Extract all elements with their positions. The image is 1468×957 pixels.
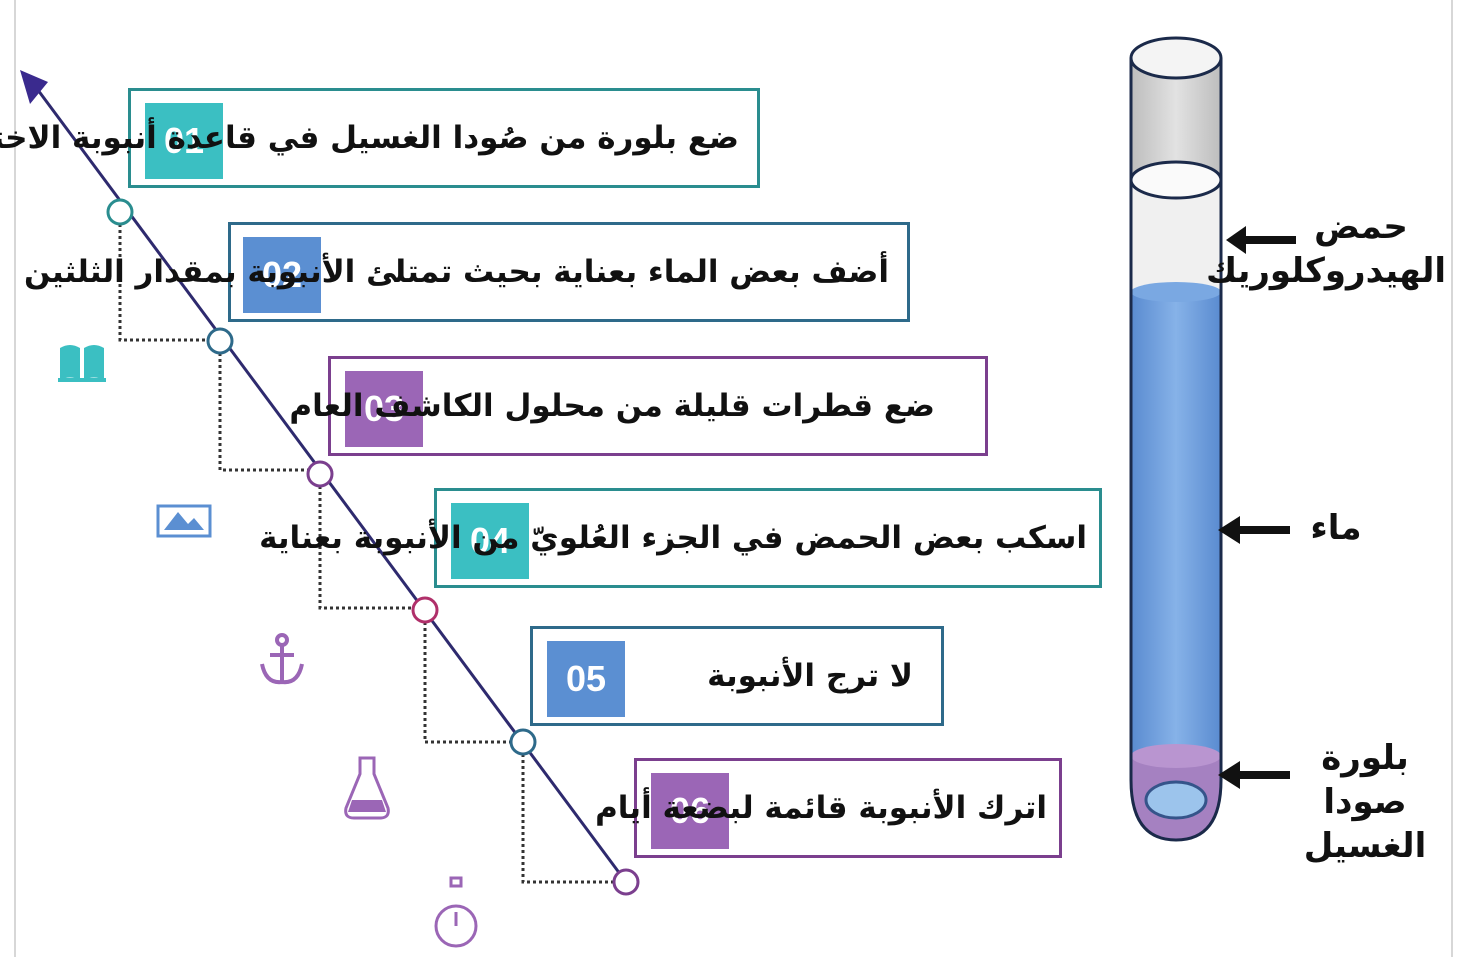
step-box-06: 06 اترك الأنبوبة قائمة لبضعة أيام — [595, 758, 1062, 858]
step-box-04: 04 اسكب بعض الحمض في الجزء العُلويّ من ا… — [259, 488, 1102, 588]
step-number-badge: 02 — [243, 237, 321, 313]
step-text: اسكب بعض الحمض في الجزء العُلويّ من الأن… — [259, 520, 1087, 556]
label-acid: حمض الهيدروكلوريك — [1205, 207, 1446, 291]
anchor-icon — [260, 633, 304, 685]
label-water: ماء — [1310, 508, 1362, 548]
step-number-badge: 03 — [345, 371, 423, 447]
timeline-node — [612, 868, 640, 896]
step-text: ضع قطرات قليلة من محلول الكاشف العام — [289, 388, 935, 424]
step-text: اترك الأنبوبة قائمة لبضعة أيام — [595, 790, 1047, 826]
timeline-node — [509, 728, 537, 756]
timeline-node — [411, 596, 439, 624]
step-box-03: 03 ضع قطرات قليلة من محلول الكاشف العام — [289, 356, 988, 456]
label-crystal: بلورة صودا الغسيل — [1303, 738, 1427, 866]
step-number-badge: 06 — [651, 773, 729, 849]
timeline-node — [106, 198, 134, 226]
frame-line-right — [1451, 0, 1453, 957]
step-number-badge: 01 — [145, 103, 223, 179]
timeline-connectors — [118, 212, 614, 884]
stopwatch-icon — [434, 876, 478, 948]
step-box-05: 05 لا ترج الأنبوبة — [530, 626, 944, 726]
step-box-02: 02 أضف بعض الماء بعناية بحيث تمتلئ الأنب… — [23, 222, 910, 322]
step-box-01: 01 ضع بلورة من صُودا الغسيل في قاعدة أنب… — [0, 88, 760, 188]
step-text: ضع بلورة من صُودا الغسيل في قاعدة أنبوبة… — [0, 120, 739, 156]
book-icon — [58, 345, 106, 382]
flask-icon — [344, 756, 390, 820]
label-arrows — [1218, 226, 1296, 789]
timeline-node — [206, 327, 234, 355]
timeline-arrowhead — [20, 70, 48, 104]
test-tube — [1129, 36, 1223, 842]
timeline-node — [306, 460, 334, 488]
step-text: لا ترج الأنبوبة — [707, 658, 913, 694]
frame-line-left — [14, 0, 16, 957]
step-number-badge: 04 — [451, 503, 529, 579]
step-text: أضف بعض الماء بعناية بحيث تمتلئ الأنبوبة… — [23, 254, 889, 290]
step-number-badge: 05 — [547, 641, 625, 717]
image-icon — [156, 504, 212, 538]
